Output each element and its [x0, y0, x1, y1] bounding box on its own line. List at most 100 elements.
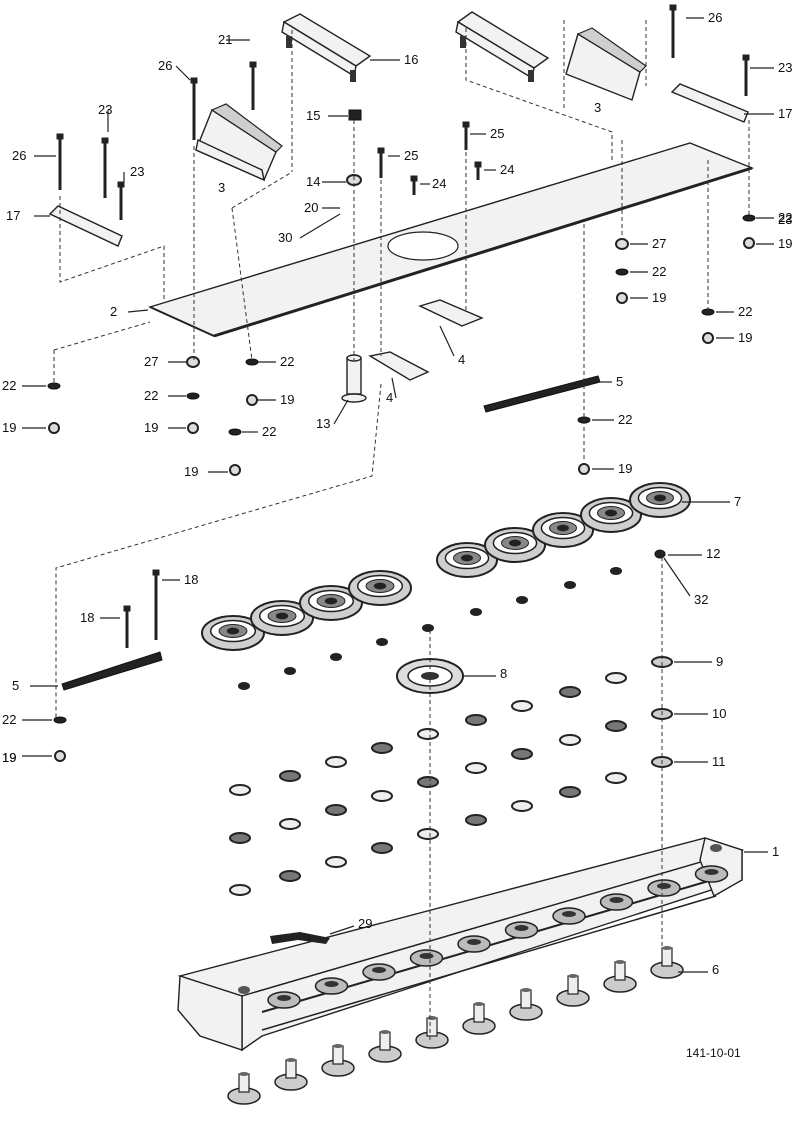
callout-7: 7 — [734, 494, 741, 509]
hub — [368, 1030, 402, 1063]
gear-disc — [348, 570, 412, 606]
bearing-ring — [325, 856, 347, 868]
pin — [516, 596, 528, 604]
hub — [274, 1058, 308, 1091]
bearing-ring — [559, 686, 581, 698]
hub — [321, 1044, 355, 1077]
callout-22: 22 — [618, 412, 632, 427]
callout-9: 9 — [716, 654, 723, 669]
gear-disc — [436, 542, 498, 578]
callout-24: 24 — [432, 176, 446, 191]
callout-23: 23 — [98, 102, 112, 117]
callout-22: 22 — [2, 378, 16, 393]
washer — [186, 392, 200, 400]
callout-26: 26 — [158, 58, 172, 73]
nut — [616, 292, 628, 304]
bearing-ring — [417, 728, 439, 740]
bearing-ring — [465, 814, 487, 826]
callout-16: 16 — [404, 52, 418, 67]
pin — [564, 581, 576, 589]
callout-5: 5 — [616, 374, 623, 389]
bearing-ring — [465, 762, 487, 774]
washer — [53, 716, 67, 724]
pin — [330, 653, 342, 661]
drawing-number: 141-10-01 — [686, 1046, 741, 1060]
callout-19: 19 — [2, 750, 16, 765]
nut — [348, 109, 362, 121]
nut — [578, 463, 590, 475]
bearing-ring — [229, 832, 251, 844]
gear-disc — [629, 482, 691, 518]
callout-25: 25 — [490, 126, 504, 141]
bolt — [249, 61, 257, 68]
bolt — [123, 605, 131, 612]
hub — [462, 1002, 496, 1035]
bearing-ring — [465, 714, 487, 726]
nut — [743, 237, 755, 249]
nut — [187, 422, 199, 434]
bolt — [669, 4, 677, 11]
gear-disc — [484, 527, 546, 563]
bolt — [101, 137, 109, 144]
callout-24: 24 — [500, 162, 514, 177]
shaft — [341, 354, 367, 403]
plate-small-right — [418, 299, 484, 327]
callout-19: 19 — [280, 392, 294, 407]
callout-26: 26 — [12, 148, 26, 163]
dashed-guide-lines — [53, 20, 750, 1040]
callout-19: 19 — [184, 464, 198, 479]
callout-21: 21 — [218, 32, 232, 47]
spacer — [186, 356, 200, 368]
callout-27: 27 — [652, 236, 666, 251]
callout-leaders — [22, 17, 774, 973]
washer — [615, 268, 629, 276]
bolt — [742, 54, 750, 61]
bolt — [190, 77, 198, 84]
bracket-right-top — [455, 11, 550, 82]
hub — [509, 988, 543, 1021]
hub — [415, 1016, 449, 1049]
bearing-ring — [279, 818, 301, 830]
bearing-ring — [325, 756, 347, 768]
support-block-right — [565, 27, 647, 101]
bearing-ring — [605, 672, 627, 684]
wrench-tool — [270, 932, 330, 944]
callout-22: 22 — [2, 712, 16, 727]
bearing-ring — [605, 720, 627, 732]
bearing-ring — [371, 742, 393, 754]
bearing-ring — [417, 828, 439, 840]
callout-15: 15 — [306, 108, 320, 123]
bearing-grid — [229, 567, 673, 896]
callout-1: 1 — [772, 844, 779, 859]
callout-32: 32 — [694, 592, 708, 607]
link-right — [670, 83, 749, 123]
callout-27: 27 — [144, 354, 158, 369]
hub — [556, 974, 590, 1007]
callout-17: 17 — [6, 208, 20, 223]
bearing-ring — [229, 884, 251, 896]
cutter-bar-right — [483, 375, 601, 413]
gear-disc — [299, 585, 363, 621]
bearing-ring — [371, 790, 393, 802]
callout-3: 3 — [594, 100, 601, 115]
nut — [54, 750, 66, 762]
callout-13: 13 — [316, 416, 330, 431]
callout-10: 10 — [712, 706, 726, 721]
callout-19: 19 — [2, 750, 16, 765]
callout-22: 22 — [652, 264, 666, 279]
link-left — [48, 205, 123, 247]
bearing-ring — [605, 772, 627, 784]
callout-23: 23 — [130, 164, 144, 179]
callout-19: 19 — [652, 290, 666, 305]
hub — [603, 960, 637, 993]
washer — [245, 358, 259, 366]
callout-22: 22 — [144, 388, 158, 403]
callout-3: 3 — [218, 180, 225, 195]
pin — [238, 682, 250, 690]
gear-disc — [250, 600, 314, 636]
washer — [47, 382, 61, 390]
gear-disc — [532, 512, 594, 548]
bolt — [410, 175, 418, 182]
bolt — [152, 569, 160, 576]
